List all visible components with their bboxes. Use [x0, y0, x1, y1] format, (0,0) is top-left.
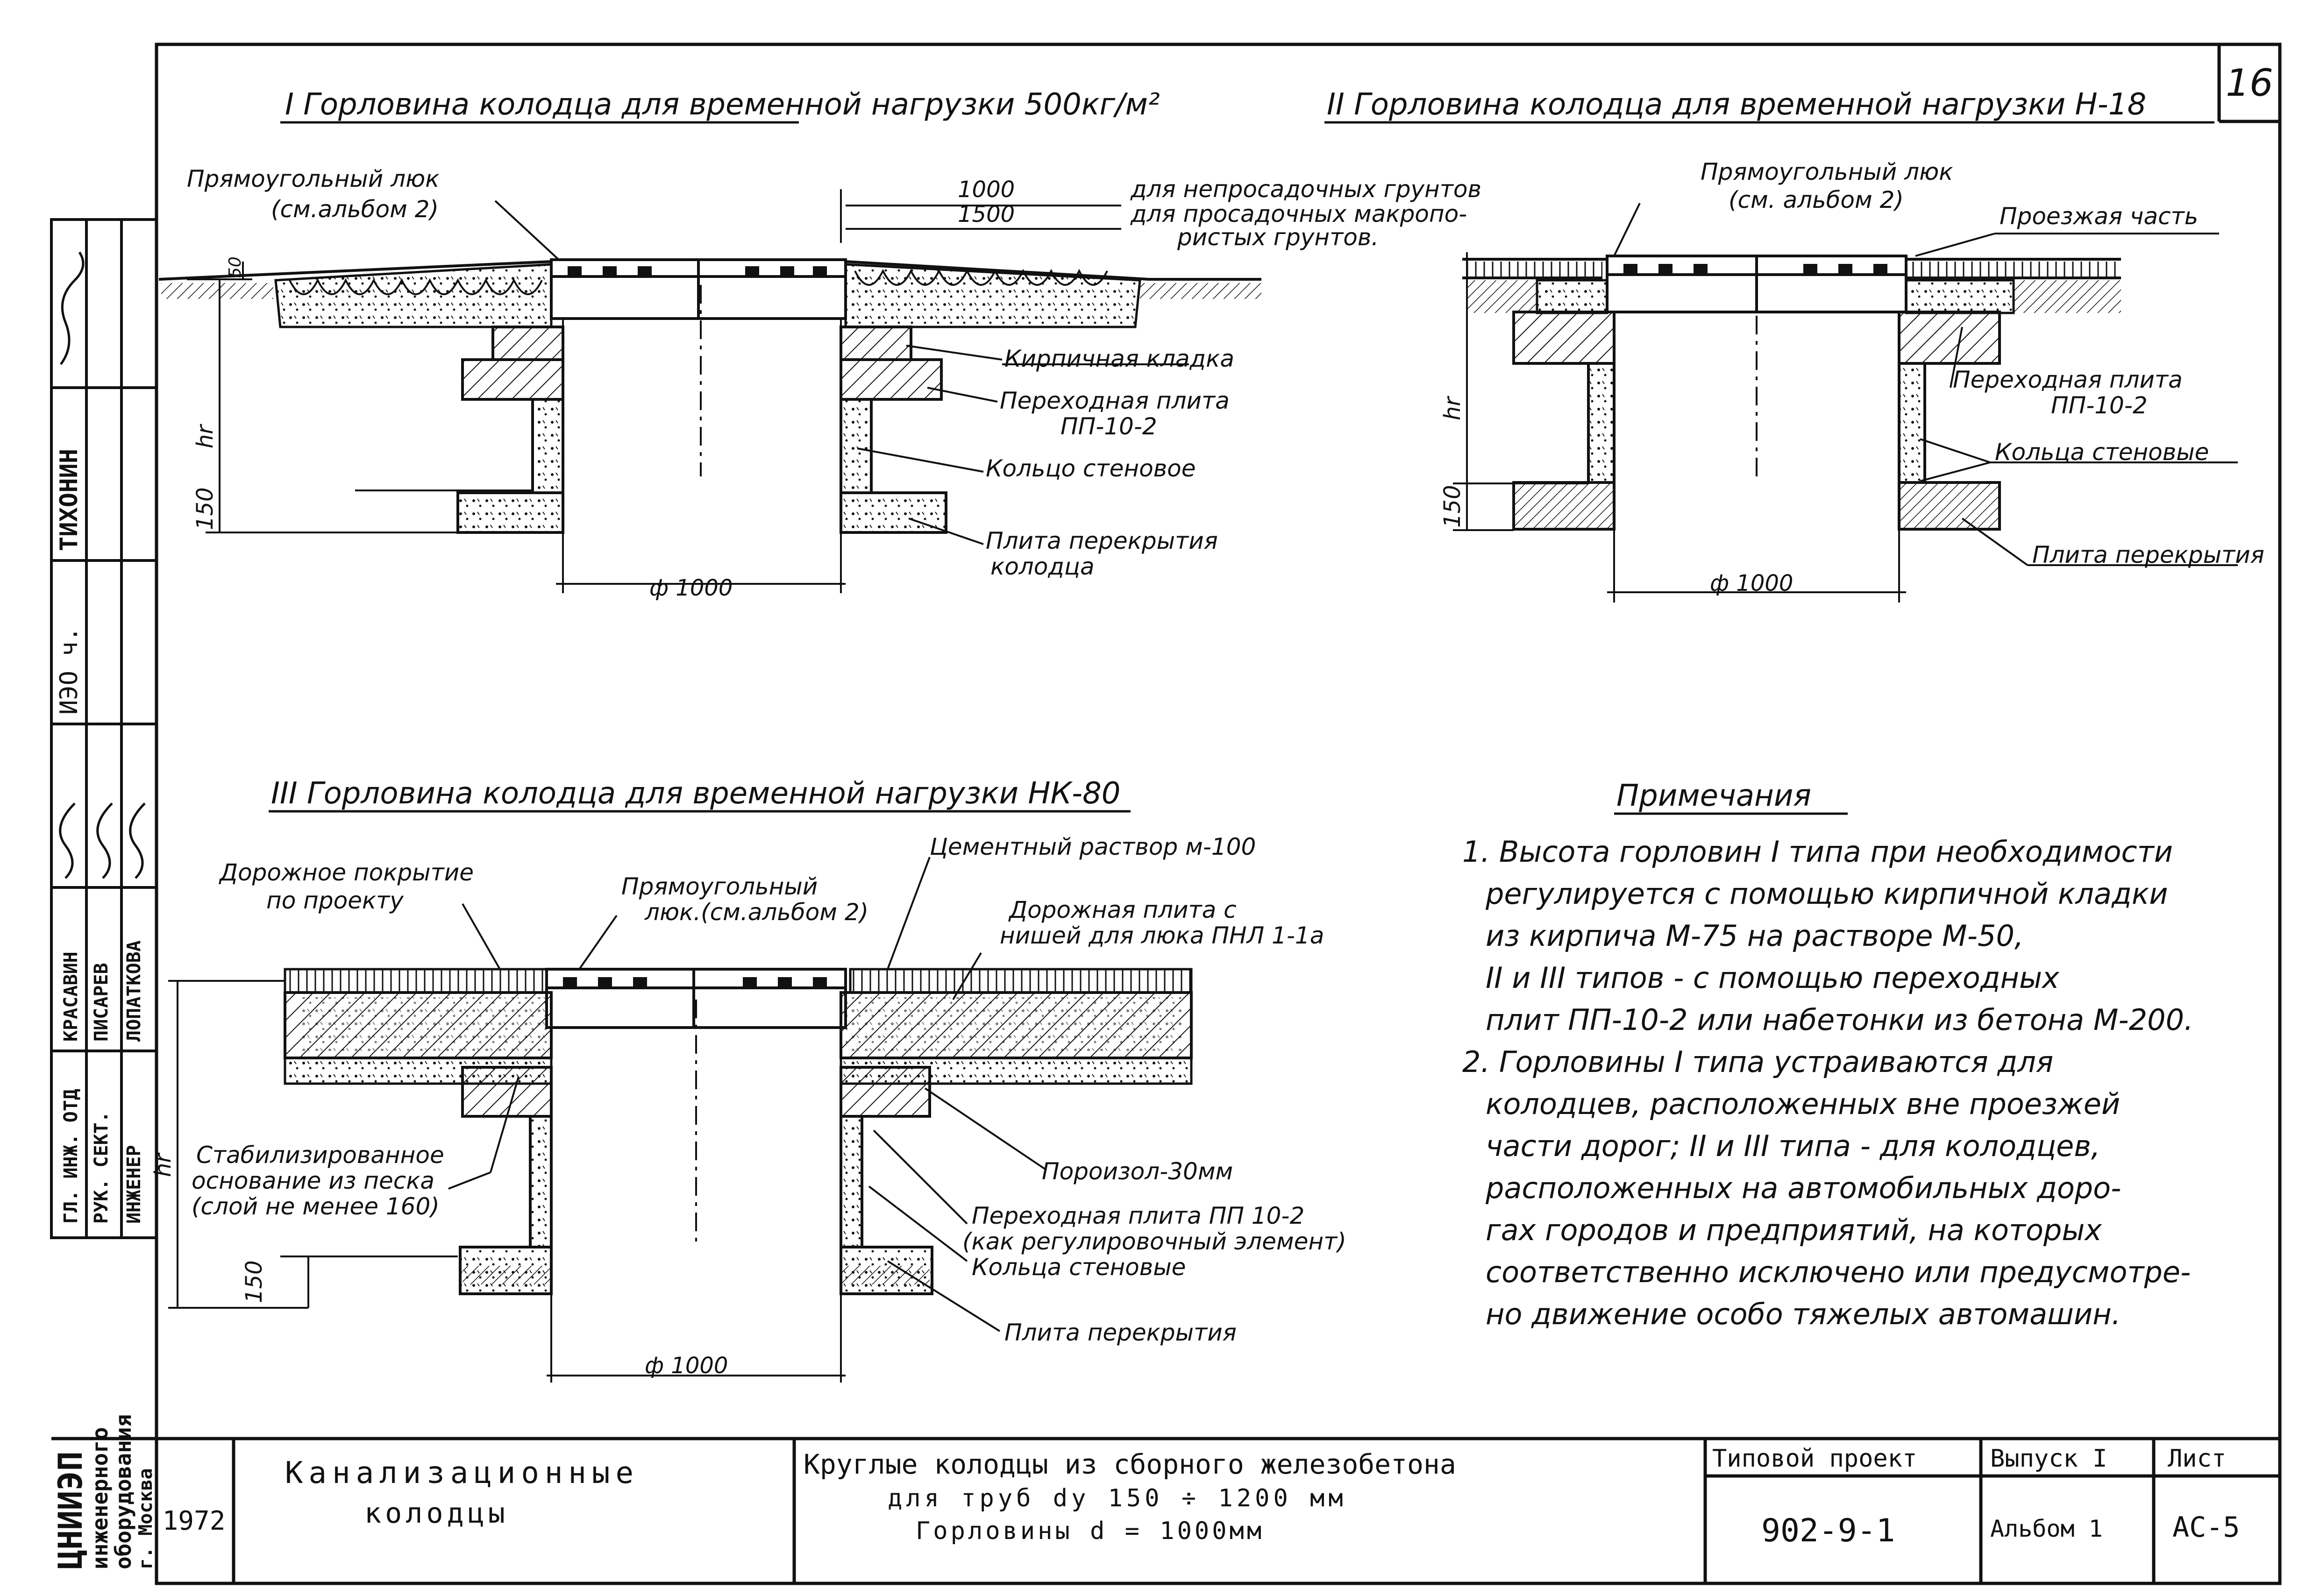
s3-diameter: ф 1000 — [645, 1353, 728, 1379]
s3-ring-label: Кольца стеновые — [972, 1254, 1186, 1281]
section-3: III Горловина колодца для временной нагр… — [150, 776, 1346, 1383]
title-block: ЦНИИЭП инженерного оборудования г. Москв… — [51, 1414, 2280, 1583]
drawing-line-2: для труб dу 150 ÷ 1200 мм — [888, 1484, 1347, 1512]
s3-dim-150: 150 — [241, 1260, 267, 1303]
drawing-line-3: Горловины d = 1000мм — [916, 1517, 1264, 1545]
s2-dim-150: 150 — [1439, 485, 1466, 528]
note-line-12: но движение особо тяжелых автомашин. — [1486, 1297, 2121, 1331]
note-line-9: расположенных на автомобильных доро- — [1485, 1171, 2121, 1205]
issue-label: Выпуск I — [1990, 1445, 2107, 1473]
s2-hatch-label-1: Прямоугольный люк — [1701, 158, 1953, 185]
side-role-3: ИНЖЕНЕР — [123, 1145, 145, 1224]
project-value: 902-9-1 — [1761, 1512, 1895, 1549]
note-line-3: из кирпича М-75 на растворе М-50, — [1486, 919, 2024, 953]
note-line-8: части дорог; II и III типа - для колодце… — [1486, 1129, 2100, 1163]
s2-transition-code: ПП-10-2 — [2051, 392, 2148, 419]
side-name-3: ПИСАРЕВ — [91, 963, 112, 1042]
s2-road-label: Проезжая часть — [2000, 203, 2198, 230]
s1-dim-1500: 1500 — [958, 201, 1015, 227]
year: 1972 — [163, 1506, 226, 1536]
s2-hr: hr — [1439, 396, 1466, 420]
sheet-number: 16 — [2226, 61, 2273, 105]
side-role-2: РУК. СЕКТ. — [91, 1111, 112, 1224]
side-role-1: ГЛ. ИНЖ. ОТД — [60, 1089, 82, 1224]
side-dept: ИЭО ч. — [55, 627, 83, 715]
s1-note-1500-2: ристых грунтов. — [1177, 224, 1379, 251]
s1-transition-code: ПП-10-2 — [1060, 413, 1157, 440]
signature-3 — [96, 802, 113, 879]
section-1-title: I Горловина колодца для временной нагруз… — [285, 87, 1160, 122]
org-line-1: ЦНИИЭП — [51, 1451, 90, 1569]
note-line-5: плит ПП-10-2 или набетонки из бетона М-2… — [1486, 1003, 2193, 1037]
org-line-2: инженерного — [87, 1427, 113, 1569]
s3-road-slab-1: Дорожная плита с — [1008, 896, 1237, 923]
s3-road-slab-2: нишей для люка ПНЛ 1-1а — [1000, 922, 1324, 949]
s3-slab-label: Плита перекрытия — [1004, 1319, 1237, 1346]
section-2: II Горловина колодца для временной нагру… — [1324, 87, 2264, 603]
s1-note-1500-1: для просадочных макропо- — [1130, 200, 1467, 227]
side-name-2: КРАСАВИН — [60, 951, 82, 1042]
signature-1 — [59, 251, 85, 365]
s3-transition-1: Переходная плита ПП 10-2 — [972, 1202, 1304, 1229]
s1-dim-150: 150 — [192, 487, 218, 530]
s1-brick-label: Кирпичная кладка — [1004, 345, 1234, 372]
s1-dim-1000: 1000 — [958, 177, 1015, 203]
side-name-4: ЛОПАТКОВА — [123, 940, 145, 1042]
note-line-7: колодцев, расположенных вне проезжей — [1486, 1087, 2120, 1121]
s3-base-1: Стабилизированное — [196, 1142, 444, 1169]
s2-hatch-label-2: (см. альбом 2) — [1729, 186, 1904, 213]
s3-hr: hr — [150, 1152, 176, 1177]
s3-base-2: основание из песка — [192, 1167, 434, 1194]
s3-transition-2: (как регулировочный элемент) — [962, 1228, 1346, 1255]
notes-heading: Примечания — [1616, 779, 1811, 813]
s3-base-3: (слой не менее 160) — [192, 1193, 440, 1220]
section-2-title: II Горловина колодца для временной нагру… — [1327, 87, 2146, 122]
drawing-line-1: Круглые колодцы из сборного железобетона — [804, 1448, 1456, 1480]
section-3-title: III Горловина колодца для временной нагр… — [271, 776, 1121, 811]
signature-4 — [129, 802, 146, 879]
note-line-6: 2. Горловины I типа устраиваются для — [1462, 1045, 2053, 1079]
s1-dim-50: 50 — [226, 256, 245, 278]
s3-road-surface-1: Дорожное покрытие — [219, 859, 474, 886]
s2-diameter: ф 1000 — [1710, 570, 1793, 596]
s1-hatch-label-1: Прямоугольный люк — [187, 165, 439, 192]
sheet-value: АС-5 — [2172, 1511, 2240, 1544]
s1-note-1000: для непросадочных грунтов — [1130, 176, 1481, 203]
subject-line-2: колодцы — [364, 1497, 509, 1530]
s3-road-surface-2: по проекту — [266, 887, 404, 914]
side-stamp: ИЭО ч. ТИХОНИН ГЛ. ИНЖ. ОТД РУК. СЕКТ. И… — [50, 218, 158, 1239]
note-line-10: гах городов и предприятий, на которых — [1486, 1213, 2102, 1247]
s1-hr: hr — [192, 424, 218, 448]
s2-ring-label: Кольца стеновые — [1995, 439, 2209, 466]
s3-hatch-label-2: люк.(см.альбом 2) — [644, 899, 868, 926]
s3-cement: Цементный раствор м-100 — [930, 833, 1256, 860]
org-line-4: г. Москва — [135, 1468, 157, 1569]
note-line-11: соответственно исключено или предусмотре… — [1486, 1255, 2191, 1289]
s1-ring-label: Кольцо стеновое — [986, 455, 1196, 482]
s3-hatch-label-1: Прямоугольный — [621, 873, 818, 900]
note-line-4: II и III типов - с помощью переходных — [1486, 961, 2060, 995]
sheet-label: Лист — [2168, 1445, 2226, 1473]
side-name-1: ТИХОНИН — [55, 449, 83, 551]
s1-transition-label: Переходная плита — [1000, 387, 1230, 414]
org-line-3: оборудования — [111, 1414, 136, 1569]
s2-transition-label: Переходная плита — [1953, 366, 2183, 393]
s2-slab-label: Плита перекрытия — [2032, 541, 2264, 568]
signature-2 — [59, 802, 76, 879]
project-label: Типовой проект — [1712, 1445, 1917, 1473]
section-1: I Горловина колодца для временной нагруз… — [158, 87, 1481, 601]
note-line-2: регулируется с помощью кирпичной кладки — [1485, 877, 2168, 911]
note-line-1: 1. Высота горловин I типа при необходимо… — [1462, 835, 2173, 869]
s1-diameter: ф 1000 — [649, 575, 733, 601]
s1-hatch-label-2: (см.альбом 2) — [271, 196, 439, 223]
s1-slab-label-1: Плита перекрытия — [986, 527, 1218, 554]
subject-line-1: Канализационные — [285, 1456, 639, 1490]
s1-slab-label-2: колодца — [990, 553, 1095, 580]
notes-block: Примечания 1. Высота горловин I типа при… — [1462, 779, 2193, 1331]
s3-poroizol: Пороизол-30мм — [1042, 1158, 1233, 1185]
issue-value: Альбом 1 — [1990, 1515, 2103, 1542]
